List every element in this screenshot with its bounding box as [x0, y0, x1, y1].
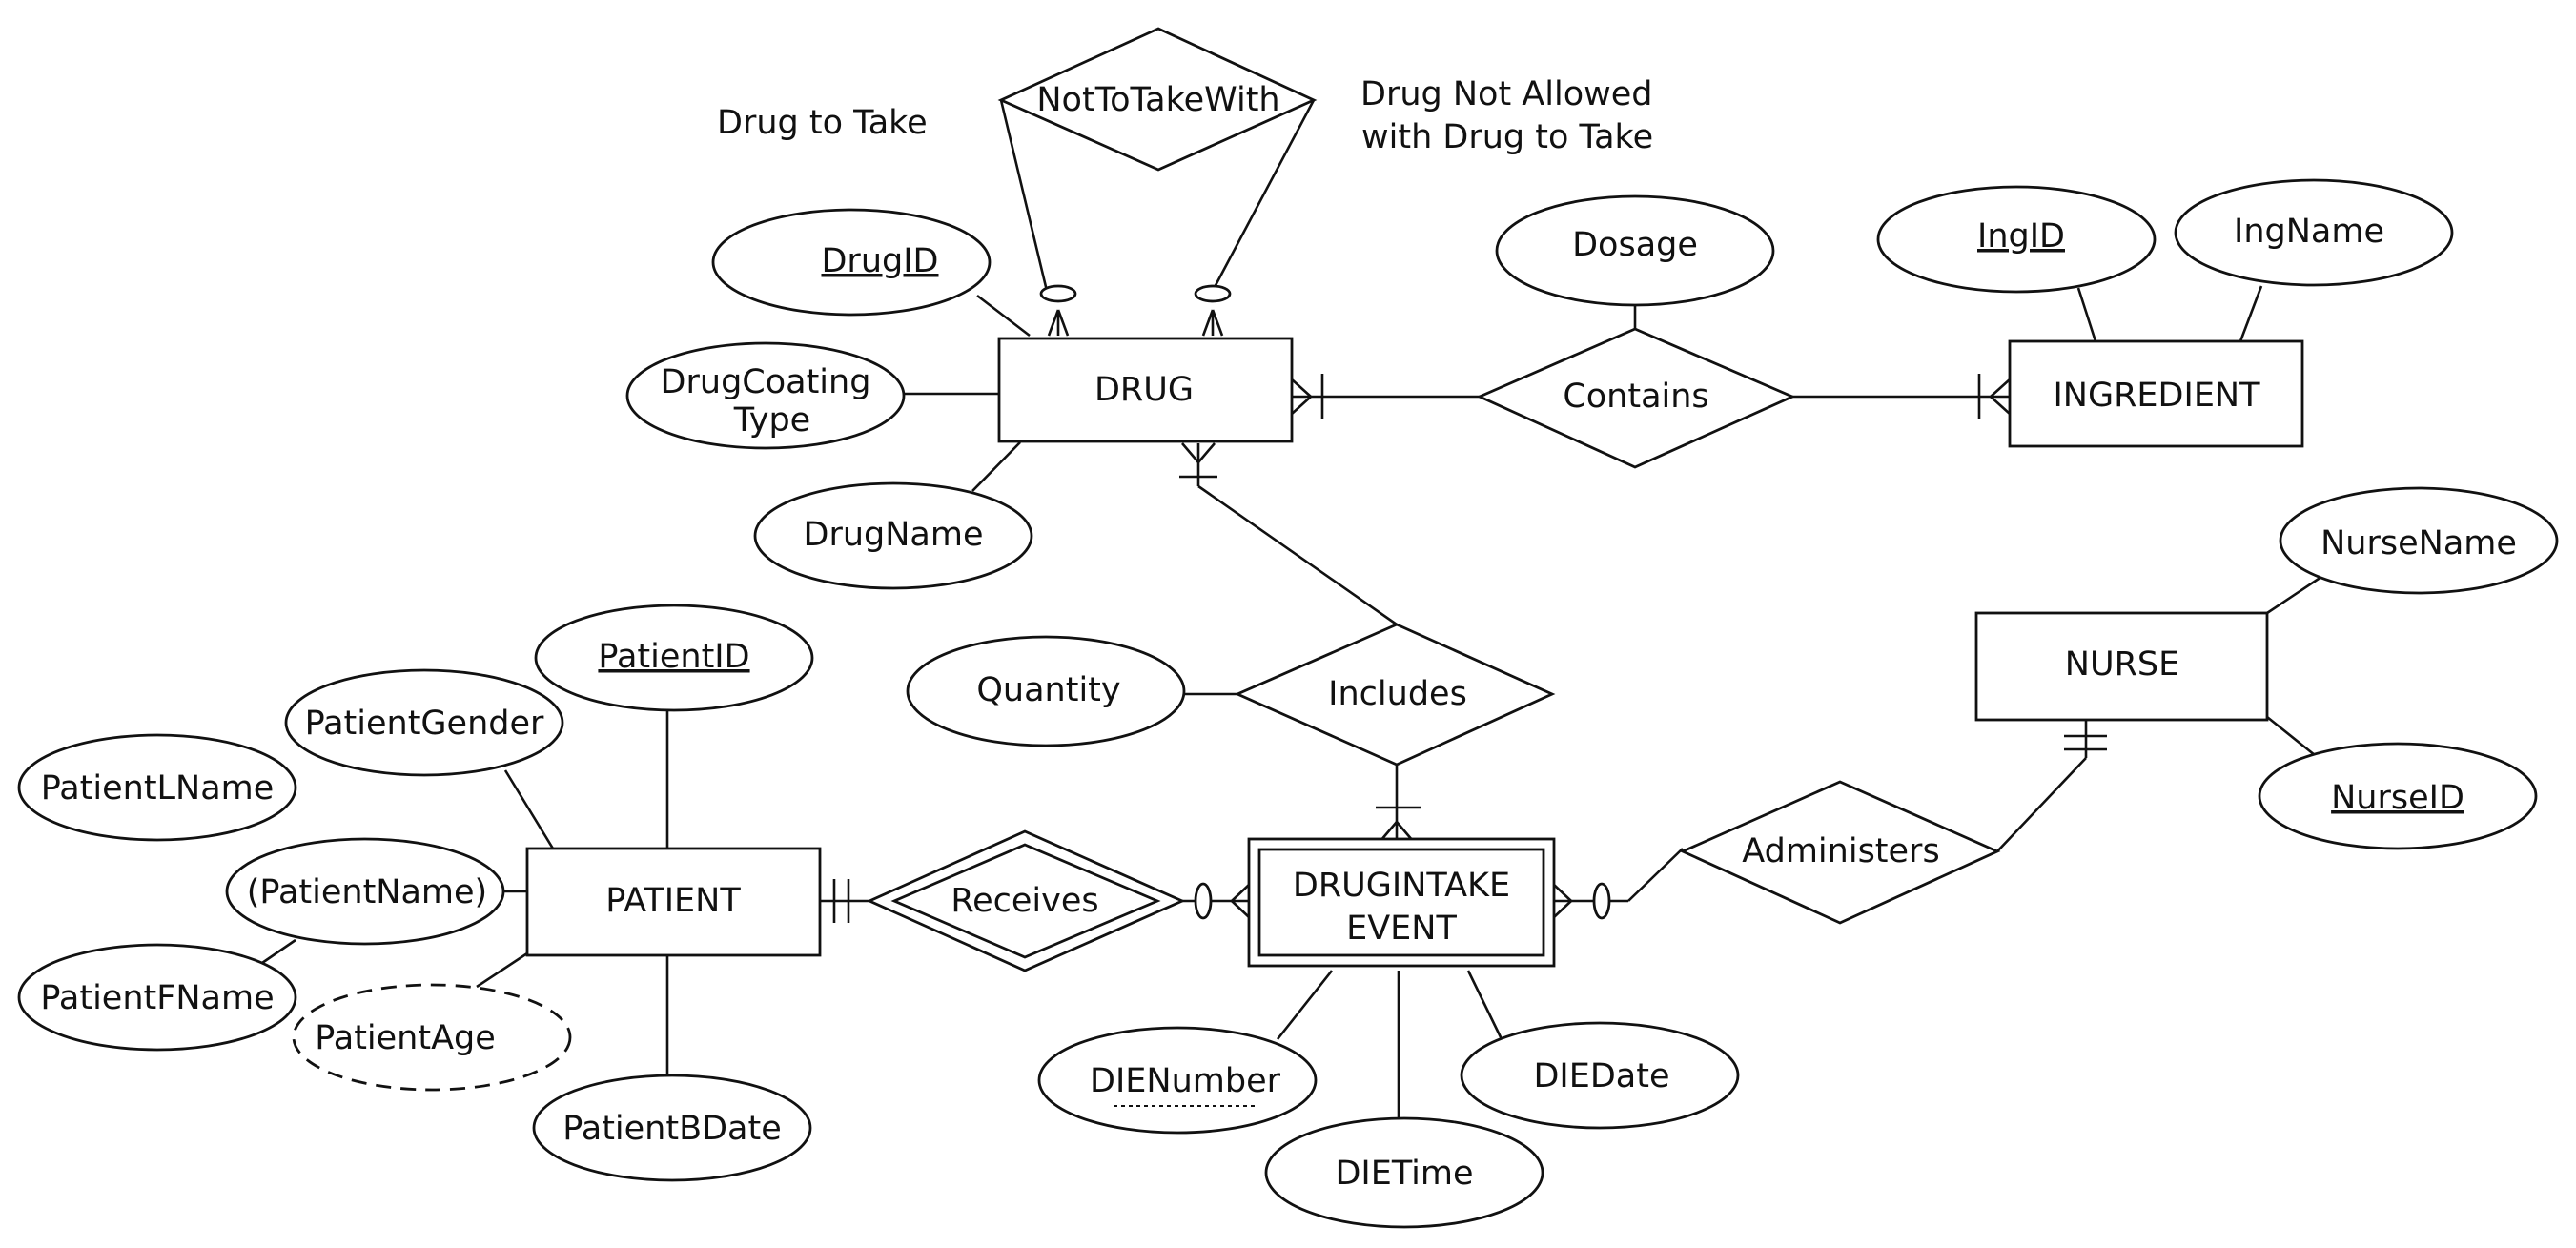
line-ingid [2076, 287, 2097, 342]
entity-drug: DRUG [997, 337, 1294, 443]
svg-text:Type: Type [733, 401, 810, 440]
relationship-receives: Receives [866, 829, 1186, 972]
svg-text:IngID: IngID [1977, 217, 2065, 256]
svg-text:DRUG: DRUG [1094, 371, 1194, 409]
card-ingredient-contains [1977, 374, 2011, 419]
svg-text:Quantity: Quantity [976, 671, 1120, 709]
card-drugintake-includes [1376, 806, 1421, 842]
line-nurse-administers [1996, 757, 2087, 852]
svg-text:DIETime: DIETime [1335, 1155, 1473, 1193]
line-patientfname [261, 938, 296, 965]
attribute-ingid: IngID [1876, 185, 2157, 294]
svg-text:Administers: Administers [1742, 832, 1939, 870]
svg-text:PatientLName: PatientLName [41, 769, 275, 808]
svg-text:NurseName: NurseName [2320, 524, 2517, 563]
svg-text:PatientBDate: PatientBDate [562, 1110, 782, 1148]
attribute-ingname: IngName [2174, 178, 2454, 287]
attribute-drugcoatingtype: DrugCoating Type [625, 341, 906, 450]
role-not-allowed-line2: with Drug to Take [1361, 118, 1653, 156]
attribute-patientfname: PatientFName [17, 943, 297, 1052]
attribute-quantity: Quantity [906, 635, 1186, 747]
line-drugid [976, 294, 1031, 338]
role-labels: Drug to Take Drug Not Allowed with Drug … [717, 75, 1653, 156]
line-patientage [476, 951, 528, 989]
relationship-contains: Contains [1476, 327, 1796, 469]
attribute-nurseid: NurseID [2258, 742, 2538, 850]
card-drugintake-receives [1194, 882, 1250, 920]
attribute-patientlname: PatientLName [17, 733, 297, 842]
svg-text:Receives: Receives [951, 882, 1098, 920]
svg-text:Contains: Contains [1563, 378, 1708, 416]
card-nottotakewith-right [1194, 284, 1232, 337]
card-nurse-administers [2064, 734, 2107, 751]
cardinality-marks [832, 284, 2107, 923]
attribute-diedate: DIEDate [1460, 1021, 1740, 1130]
svg-text:DrugName: DrugName [804, 516, 984, 554]
svg-text:NURSE: NURSE [2065, 645, 2179, 684]
line-nottotakewith-drug-left [999, 99, 1049, 292]
attribute-drugid: DrugID [711, 208, 992, 317]
card-patient-receives [832, 879, 850, 923]
attribute-patientbdate: PatientBDate [532, 1074, 812, 1182]
attribute-dietime: DIETime [1264, 1116, 1544, 1229]
svg-text:NotToTakeWith: NotToTakeWith [1036, 81, 1279, 119]
line-nurseid [2266, 715, 2316, 757]
svg-text:PatientAge: PatientAge [315, 1019, 496, 1057]
svg-text:EVENT: EVENT [1346, 910, 1457, 948]
svg-text:(PatientName): (PatientName) [247, 873, 487, 911]
relationship-includes: Includes [1234, 623, 1556, 767]
entity-ingredient: INGREDIENT [2008, 339, 2304, 448]
svg-text:PatientID: PatientID [598, 638, 749, 676]
line-drugintake-administers [1627, 848, 1684, 902]
entity-patient: PATIENT [525, 847, 822, 957]
entity-nurse: NURSE [1974, 611, 2269, 722]
attribute-patientid: PatientID [534, 604, 814, 712]
svg-text:IngName: IngName [2234, 213, 2384, 251]
attribute-nursename: NurseName [2279, 486, 2559, 595]
svg-text:PatientFName: PatientFName [40, 979, 274, 1017]
attribute-drugname: DrugName [753, 481, 1033, 590]
line-diedate [1466, 970, 1503, 1040]
card-drug-contains [1291, 374, 1324, 419]
svg-text:DRUGINTAKE: DRUGINTAKE [1293, 867, 1510, 905]
line-drug-includes [1197, 484, 1398, 626]
role-drug-to-take: Drug to Take [717, 104, 928, 142]
relationship-administers: Administers [1679, 780, 2001, 925]
svg-text:PatientGender: PatientGender [305, 705, 544, 743]
line-nottotakewith-drug-right [1211, 99, 1316, 292]
svg-text:DrugID: DrugID [821, 242, 938, 280]
attribute-patientname: (PatientName) [225, 837, 505, 946]
svg-text:DIEDate: DIEDate [1533, 1057, 1669, 1095]
card-drug-includes [1179, 442, 1217, 479]
card-drugintake-administers [1553, 882, 1611, 920]
line-patientgender [503, 769, 555, 849]
line-ingname [2239, 285, 2263, 342]
svg-text:Includes: Includes [1328, 675, 1467, 713]
attribute-dienumber: DIENumber [1037, 1026, 1318, 1135]
line-nursename [2266, 575, 2322, 615]
card-nottotakewith-left [1039, 284, 1077, 337]
attribute-patientage: PatientAge [292, 983, 572, 1092]
attribute-patientgender: PatientGender [284, 668, 564, 777]
role-not-allowed-line1: Drug Not Allowed [1360, 75, 1653, 113]
svg-text:PATIENT: PATIENT [605, 882, 741, 920]
svg-text:DIENumber: DIENumber [1090, 1062, 1281, 1100]
svg-text:INGREDIENT: INGREDIENT [2053, 377, 2260, 415]
svg-text:NurseID: NurseID [2331, 779, 2464, 817]
attribute-dosage: Dosage [1495, 194, 1775, 307]
line-drugname [971, 441, 1021, 492]
svg-text:DrugCoating: DrugCoating [661, 363, 871, 401]
relationship-nottotakewith: NotToTakeWith [997, 27, 1318, 172]
entity-drugintake-event: DRUGINTAKE EVENT [1247, 837, 1556, 968]
line-dienumber [1276, 970, 1334, 1040]
svg-text:Dosage: Dosage [1572, 226, 1698, 264]
